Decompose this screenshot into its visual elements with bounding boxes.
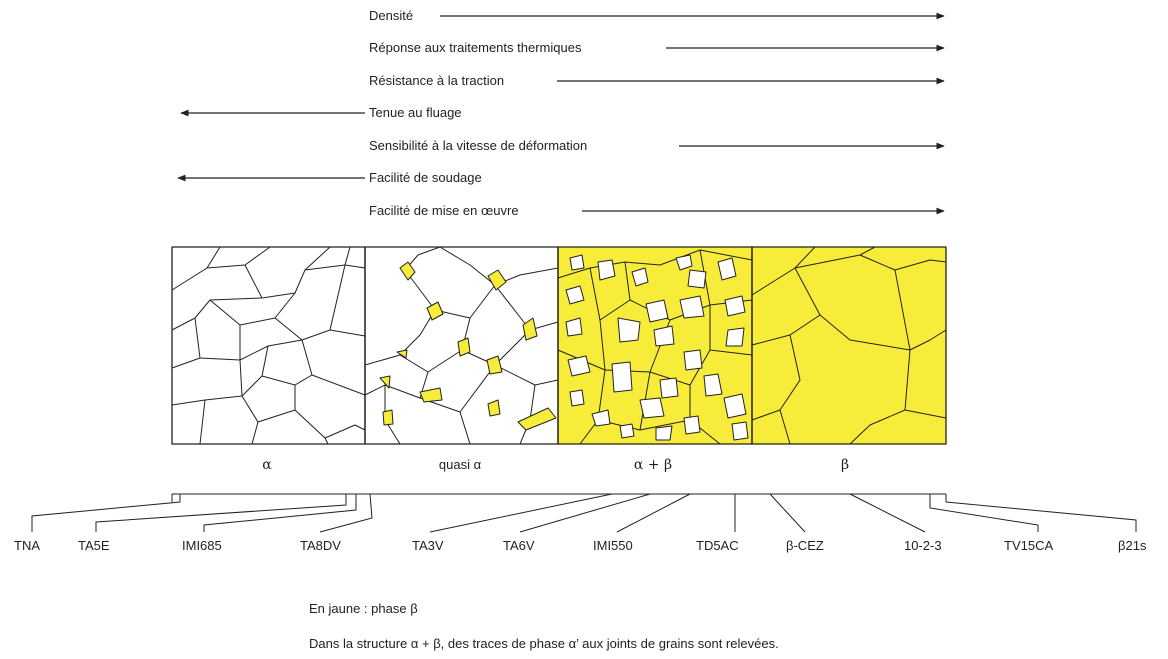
alloy-label: β21s bbox=[1118, 538, 1147, 553]
alloy-label: TV15CA bbox=[1004, 538, 1054, 553]
property-label-resistance-traction: Résistance à la traction bbox=[369, 73, 505, 88]
alloy-label: TNA bbox=[14, 538, 40, 553]
property-label-reponse-traitements: Réponse aux traitements thermiques bbox=[369, 40, 582, 55]
property-label-facilite-soudage: Facilité de soudage bbox=[369, 170, 482, 185]
property-label-sensibilite-vitesse: Sensibilité à la vitesse de déformation bbox=[369, 138, 588, 153]
phase-label-beta: β bbox=[840, 457, 850, 473]
microstructure-panels bbox=[171, 246, 947, 445]
alpha-panel bbox=[171, 246, 366, 445]
alloy-label: TA5E bbox=[78, 538, 110, 553]
alloy-label: IMI550 bbox=[593, 538, 633, 553]
alloy-label: TA6V bbox=[503, 538, 535, 553]
phase-label-alpha: α bbox=[262, 457, 272, 473]
remark-note: Dans la structure α + β, des traces de p… bbox=[309, 636, 779, 651]
alpha-beta-alpha-grains bbox=[565, 254, 749, 441]
alloy-label: TD5AC bbox=[696, 538, 739, 553]
property-arrows bbox=[177, 12, 945, 215]
property-label-tenue-fluage: Tenue au fluage bbox=[369, 105, 462, 120]
alloy-label: IMI685 bbox=[182, 538, 222, 553]
quasi-alpha-beta-islands bbox=[379, 261, 557, 431]
legend-note: En jaune : phase β bbox=[309, 601, 418, 616]
alloy-label: TA3V bbox=[412, 538, 444, 553]
property-label-mise-en-oeuvre: Facilité de mise en œuvre bbox=[369, 203, 519, 218]
phase-label-quasi-alpha: quasi α bbox=[438, 457, 482, 472]
alloy-label: TA8DV bbox=[300, 538, 341, 553]
phase-label-alpha-beta: α + β bbox=[633, 457, 673, 473]
beta-panel-border bbox=[751, 246, 947, 445]
alloy-label: β-CEZ bbox=[786, 538, 824, 553]
alloy-label: 10-2-3 bbox=[904, 538, 942, 553]
property-label-densite: Densité bbox=[369, 8, 414, 23]
beta-panel bbox=[751, 246, 947, 445]
alloy-bracket bbox=[31, 493, 1137, 533]
